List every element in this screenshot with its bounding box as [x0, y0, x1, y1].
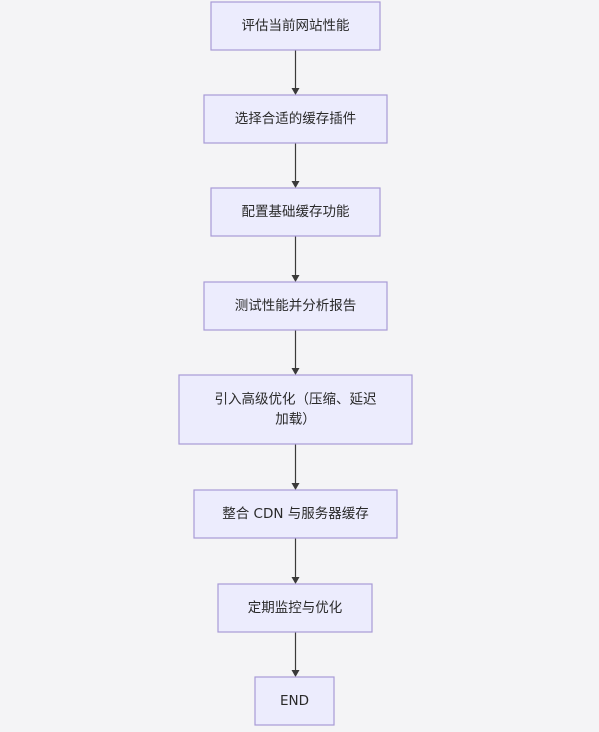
flow-step-node: 整合 CDN 与服务器缓存 [193, 489, 398, 539]
flow-step-node: 定期监控与优化 [217, 583, 373, 633]
flow-node-label: 定期监控与优化 [248, 600, 343, 616]
flow-arrow [291, 632, 300, 677]
flow-arrow [291, 538, 300, 584]
flow-node-box [203, 94, 388, 144]
flow-arrow-head [291, 483, 300, 490]
flow-step-node: 测试性能并分析报告 [203, 281, 388, 331]
flow-node-label: 加载） [275, 412, 316, 428]
flow-step-node: 选择合适的缓存插件 [203, 94, 388, 144]
flow-node-box [193, 489, 398, 539]
flow-edges [291, 50, 300, 677]
flow-arrow [291, 330, 300, 375]
flow-node-label: 评估当前网站性能 [242, 17, 350, 34]
flow-arrow-head [291, 275, 300, 282]
flow-node-box [254, 676, 335, 726]
flow-arrow-head [291, 181, 300, 188]
flow-arrow-head [291, 88, 300, 95]
flow-node-label: 配置基础缓存功能 [242, 203, 350, 220]
flow-node-label: 引入高级优化（压缩、延迟 [215, 391, 377, 408]
flow-node-box [217, 583, 373, 633]
flow-arrow [291, 444, 300, 490]
flow-arrow [291, 143, 300, 188]
flow-arrow [291, 50, 300, 95]
flow-step-node: 评估当前网站性能 [210, 1, 381, 51]
flow-node-label: END [280, 693, 309, 709]
flow-node-box [210, 1, 381, 51]
flow-arrow-head [291, 577, 300, 584]
flow-step-node: 配置基础缓存功能 [210, 187, 381, 237]
flow-node-box [203, 281, 388, 331]
flow-node-box [178, 374, 413, 445]
flow-node-label: 测试性能并分析报告 [235, 298, 357, 314]
flow-node-label: 选择合适的缓存插件 [235, 111, 357, 127]
flow-node-box [210, 187, 381, 237]
flow-nodes: 评估当前网站性能选择合适的缓存插件配置基础缓存功能测试性能并分析报告引入高级优化… [178, 1, 413, 726]
flow-arrow-head [291, 368, 300, 375]
flow-end-node: END [254, 676, 335, 726]
flow-arrow-head [291, 670, 300, 677]
flow-arrow [291, 236, 300, 282]
flow-node-label: 整合 CDN 与服务器缓存 [222, 506, 369, 522]
